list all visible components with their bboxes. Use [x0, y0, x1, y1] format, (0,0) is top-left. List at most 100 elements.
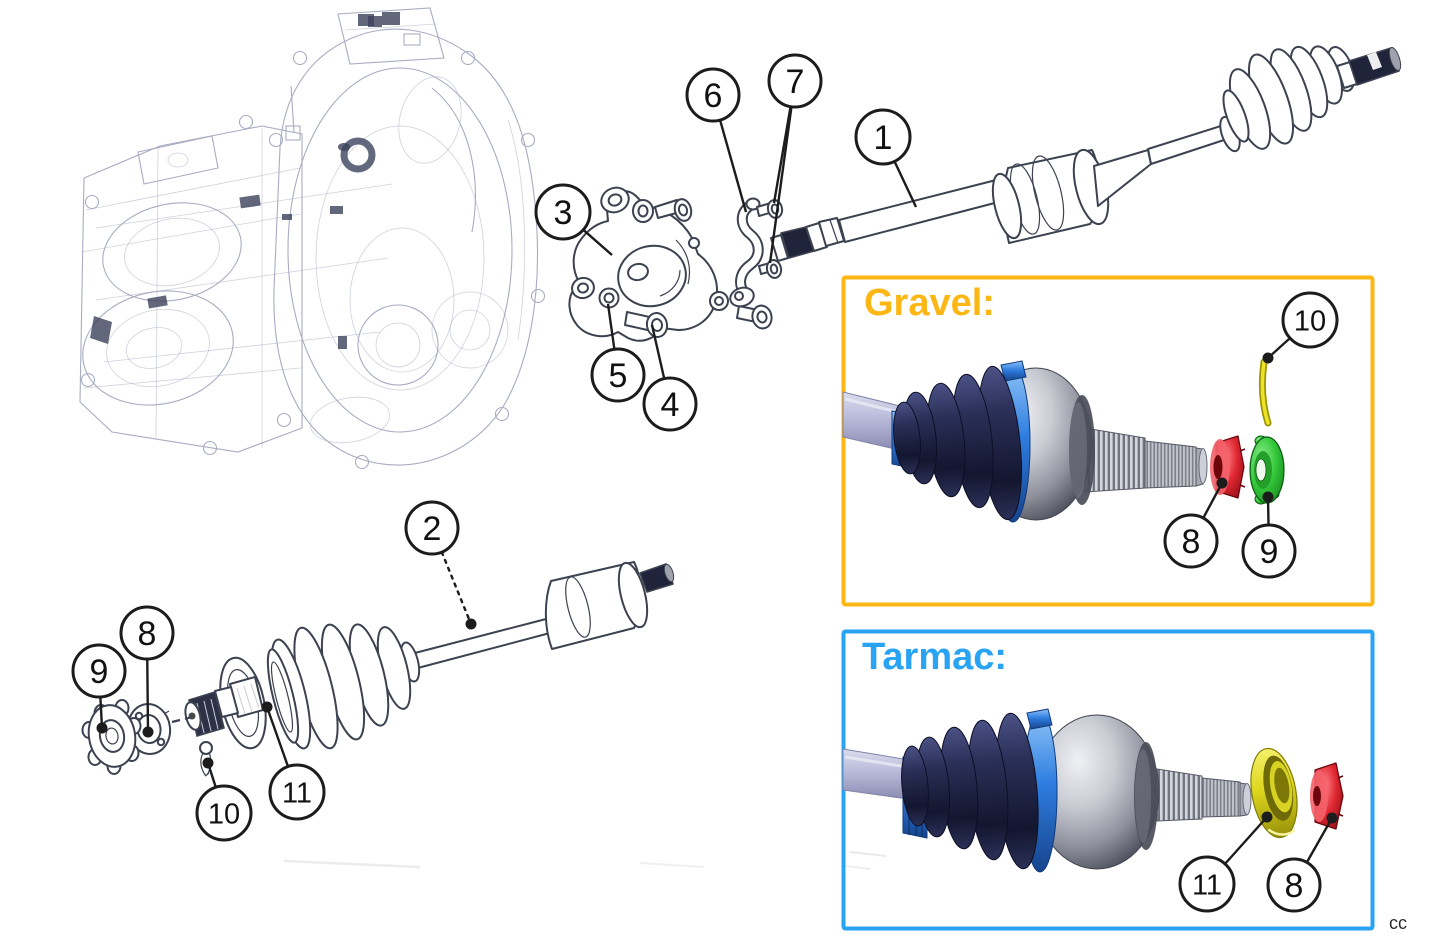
driveshaft-1 [770, 45, 1402, 262]
gearbox-wireframe [79, 7, 546, 470]
callout-number: 8 [1285, 867, 1304, 905]
callout-circle [767, 53, 823, 109]
callout-dot [96, 722, 108, 734]
callout-circle [1178, 855, 1236, 913]
callout-leader [582, 228, 613, 256]
threaded-stub [1144, 440, 1197, 489]
washer-5 [598, 287, 620, 309]
callout-leader [146, 658, 150, 733]
callout-dot [202, 757, 214, 769]
callout-leader [772, 106, 792, 204]
smudge [849, 851, 887, 857]
callout-dot [1216, 477, 1228, 489]
callout-number: 5 [609, 357, 628, 395]
bolt-upper [654, 198, 693, 222]
callout-gravel-10: 10 [1262, 291, 1339, 364]
callout-circle [1281, 291, 1339, 349]
callout-leader [265, 706, 290, 767]
gravel-box-border [841, 275, 1375, 607]
callout-main-8: 8 [119, 605, 175, 738]
callout-main-3: 3 [534, 183, 613, 256]
tarmac-label: Tarmac: [862, 636, 1007, 678]
callout-number: 11 [1192, 869, 1222, 901]
tarmac-cv-joint-render [842, 708, 1344, 873]
credit-text: cc [1389, 913, 1407, 933]
callout-dot [261, 701, 273, 713]
callout-number: 4 [661, 386, 680, 424]
callout-circle [119, 605, 175, 661]
callout-circle [404, 500, 460, 556]
callout-leader [1224, 816, 1268, 865]
castellated-cap-9 [81, 699, 142, 775]
cv-boot-outer-1 [1222, 45, 1355, 150]
callout-leader [440, 550, 473, 626]
smudge [283, 859, 421, 869]
callout-dot [1262, 352, 1274, 364]
callout-main-9: 9 [71, 643, 127, 734]
callout-dot [1326, 812, 1338, 824]
callout-number: 6 [704, 77, 723, 115]
callout-number: 9 [1260, 533, 1279, 571]
smudge [639, 862, 705, 868]
washer-loose [709, 291, 729, 311]
callout-leader [606, 303, 616, 350]
callout-main-11: 11 [261, 701, 326, 821]
cv-boot-outer-2 [266, 623, 421, 750]
callout-leader [718, 119, 748, 213]
callout-main-5: 5 [590, 303, 646, 403]
smudge [845, 865, 871, 870]
callout-gravel-9: 9 [1241, 491, 1297, 579]
callout-number: 10 [208, 798, 240, 830]
bolt-7-top [756, 199, 784, 219]
knuckle-bracket-assembly [568, 186, 773, 342]
callout-leader [1202, 482, 1224, 519]
callout-leader [893, 160, 918, 208]
callout-circle [195, 784, 253, 842]
castellated-ring-green [1249, 435, 1285, 505]
spacer-ring-yellow [1250, 747, 1298, 839]
stub-end-face [1242, 783, 1252, 815]
callout-leader [650, 324, 666, 379]
callout-circle [642, 376, 698, 432]
splined-stub [184, 676, 264, 738]
spline-section [1156, 768, 1203, 822]
callout-number: 9 [90, 653, 109, 691]
callout-number: 1 [874, 119, 893, 157]
callout-circle [268, 763, 326, 821]
callout-circle [71, 643, 127, 699]
castellated-nut-red [1310, 762, 1344, 830]
callout-dot [1262, 491, 1274, 503]
callout-leader [1305, 817, 1334, 863]
callout-circle [854, 108, 912, 166]
callout-dot [142, 726, 154, 738]
callout-number: 8 [1182, 523, 1201, 561]
callout-number: 10 [1294, 305, 1326, 337]
callout-circle [590, 347, 646, 403]
band-buckle [1000, 360, 1027, 382]
callout-main-1: 1 [854, 108, 918, 208]
tarmac-panel: Tarmac: [841, 629, 1375, 931]
callout-dot [1261, 811, 1273, 823]
callout-gravel-8: 8 [1163, 477, 1228, 569]
driveshaft-2 [81, 561, 675, 777]
callout-number: 8 [138, 615, 157, 653]
boot-ridges [893, 365, 1022, 521]
callout-circle [1163, 513, 1219, 569]
threaded-stub [1201, 777, 1241, 818]
callout-circle [534, 183, 592, 241]
callout-number: 7 [786, 63, 805, 101]
cotter-pin-yellow [1258, 358, 1272, 427]
callout-tarmac-11: 11 [1178, 811, 1273, 913]
wireframe-dark-marks [90, 16, 382, 349]
callout-dot [465, 618, 477, 630]
band-buckle [1026, 708, 1053, 730]
callout-main-2: 2 [404, 500, 477, 630]
callout-number: 3 [554, 194, 573, 232]
gravel-label: Gravel: [864, 282, 995, 324]
callout-main-7: 7 [767, 53, 823, 264]
callout-main-6: 6 [685, 67, 748, 213]
gravel-cv-joint-render [842, 358, 1285, 523]
callout-main-4: 4 [642, 324, 698, 432]
